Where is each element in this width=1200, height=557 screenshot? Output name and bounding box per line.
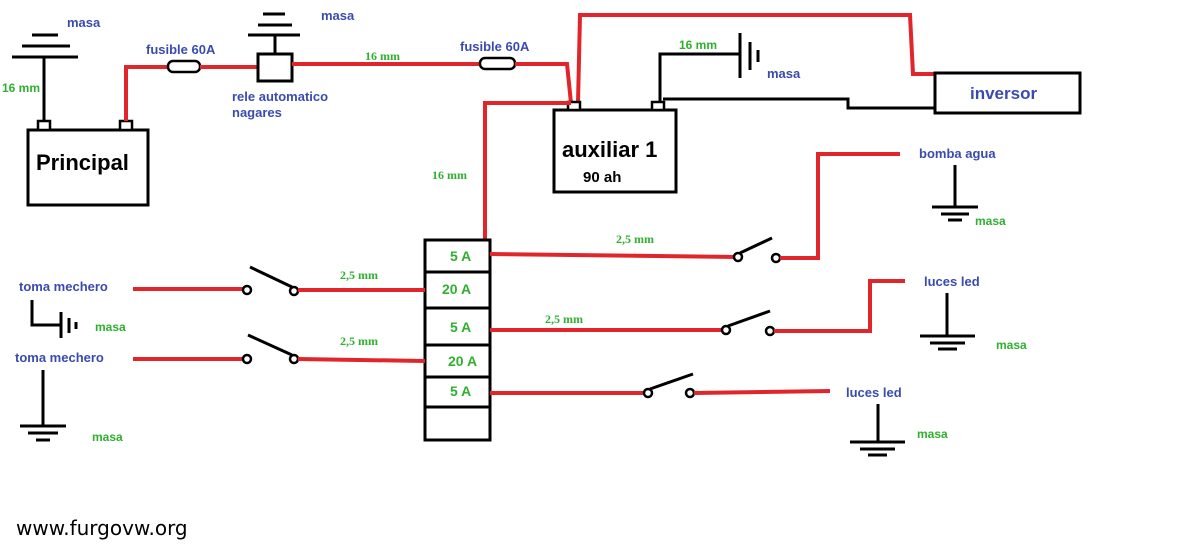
principal-ground-symbol <box>12 33 78 122</box>
inverter-box <box>933 71 1082 115</box>
fuse-60a-2 <box>478 56 517 71</box>
led2-label: luces led <box>846 385 902 400</box>
led1-label: luces led <box>924 274 980 289</box>
watermark: www.furgovw.org <box>16 516 188 540</box>
switch-led2 <box>642 372 696 399</box>
masa-label-led2: masa <box>917 427 948 441</box>
auxiliar-capacity-label: 90 ah <box>583 169 621 186</box>
fuse-slot-4: 20 A <box>448 353 477 369</box>
wire-auxiliar-neg-to-inverter <box>663 97 935 110</box>
principal-battery-label: Principal <box>36 150 129 175</box>
wire-size-pump: 2,5 mm <box>616 232 654 246</box>
lighter1-label: toma mechero <box>19 279 108 294</box>
pump-label: bomba agua <box>919 146 996 161</box>
relay-label-1: rele automatico <box>232 89 328 104</box>
fuse-label-1: fusible 60A <box>146 42 216 57</box>
lighter2-label: toma mechero <box>15 350 104 365</box>
wire-size-feed: 16 mm <box>432 168 467 182</box>
pump-ground-symbol <box>932 165 978 222</box>
wire-size-lighter2: 2,5 mm <box>340 334 378 348</box>
masa-label-lighter2: masa <box>92 430 123 444</box>
fuse-slot-1: 5 A <box>450 248 471 264</box>
fuse-slot-2: 20 A <box>442 281 471 297</box>
led1-ground-symbol <box>920 293 975 351</box>
relay-ground-symbol <box>248 12 300 54</box>
wire-pump-2 <box>780 152 900 260</box>
auxiliar-ground-symbol <box>738 33 760 78</box>
fuse-slot-3: 5 A <box>450 319 471 335</box>
wire-auxiliar-to-inverter <box>576 13 935 104</box>
wire-auxiliar-to-ground <box>658 52 740 102</box>
switch-pump <box>732 236 782 264</box>
auxiliar-battery-label: auxiliar 1 <box>562 137 657 162</box>
masa-label-principal: masa <box>67 15 101 30</box>
wire-principal-to-fuse <box>124 65 168 121</box>
masa-label-lighter1: masa <box>95 320 126 334</box>
masa-label-relay: masa <box>321 8 355 23</box>
wire-led2-2 <box>693 389 831 395</box>
wire-led1-2 <box>774 279 905 333</box>
inverter-label: inversor <box>970 84 1037 103</box>
wire-size-led1: 2,5 mm <box>545 312 583 326</box>
wire-size-principal: 16 mm <box>2 81 40 95</box>
relay-label-2: nagares <box>232 105 282 120</box>
fuse-box: 5 A 20 A 5 A 20 A 5 A <box>423 238 492 442</box>
masa-label-pump: masa <box>975 214 1006 228</box>
auxiliar-battery: auxiliar 1 90 ah <box>552 100 678 194</box>
wire-auxiliar-to-fusebox <box>483 101 571 240</box>
masa-label-led1: masa <box>996 338 1027 352</box>
principal-battery: Principal <box>26 119 150 207</box>
wire-size-main: 16 mm <box>365 49 400 63</box>
switch-led1 <box>720 309 776 337</box>
switch-lighter2 <box>241 333 300 365</box>
wire-pump-1 <box>489 252 739 259</box>
wire-size-aux-ground: 16 mm <box>679 38 717 52</box>
fuse-slot-5: 5 A <box>450 383 471 399</box>
wire-size-lighter1: 2,5 mm <box>340 268 378 282</box>
wire-fuse2-to-auxiliar <box>515 62 573 104</box>
led2-ground-symbol <box>850 404 905 457</box>
relay-box <box>256 52 294 83</box>
switch-lighter1 <box>241 265 300 297</box>
lighter1-ground-symbol <box>30 300 78 338</box>
masa-label-auxiliar: masa <box>767 66 801 81</box>
lighter2-ground-symbol <box>20 370 66 442</box>
fuse-60a-1 <box>166 59 202 74</box>
wire-lighter2-2 <box>297 357 426 363</box>
fuse-label-2: fusible 60A <box>460 39 530 54</box>
